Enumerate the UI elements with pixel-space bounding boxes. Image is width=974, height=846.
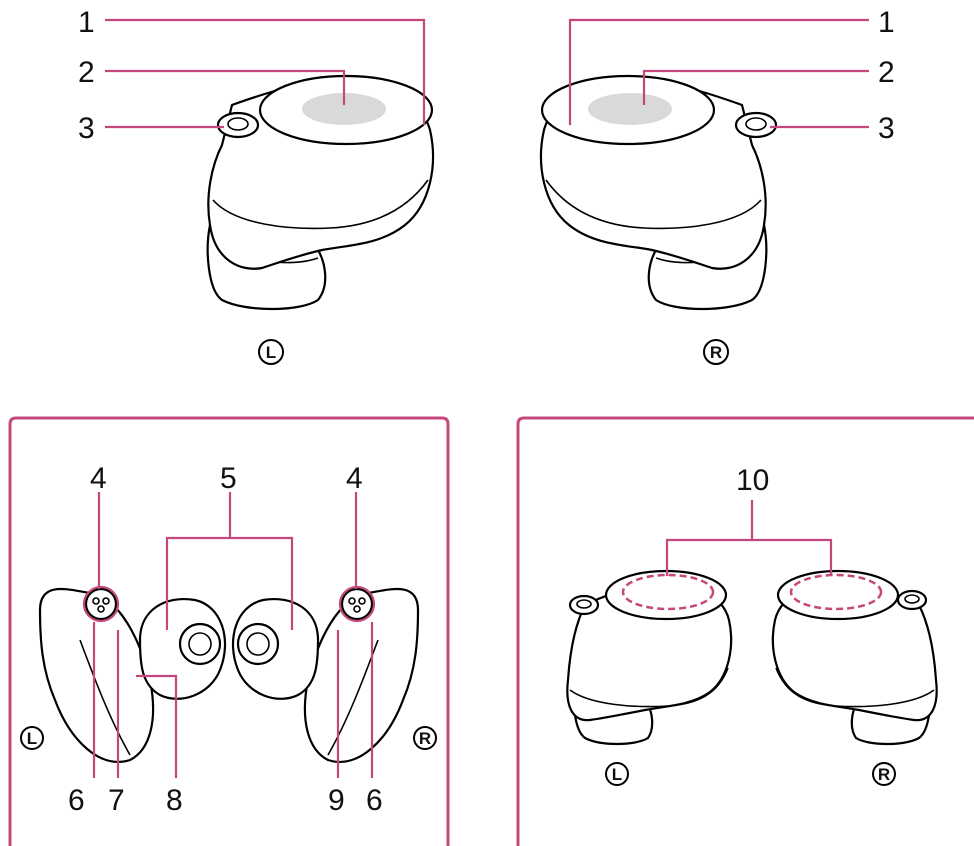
callout-number: 6 <box>366 784 383 817</box>
left-side-mark-label: L <box>612 765 622 784</box>
callout-line-2-left <box>105 69 346 105</box>
callout-number: 3 <box>878 112 895 145</box>
callout-number: 3 <box>78 112 95 145</box>
callout-number: 4 <box>346 462 363 495</box>
left-side-mark <box>20 726 44 750</box>
callout-number: 6 <box>68 784 85 817</box>
right-side-mark <box>413 726 437 750</box>
right-side-mark-label: R <box>419 729 431 748</box>
callout-number: 8 <box>166 784 183 817</box>
callout-number: 2 <box>78 56 95 89</box>
callout-number: 10 <box>736 464 769 497</box>
callout-number: 5 <box>220 462 237 495</box>
callout-line-2-right <box>642 69 869 105</box>
callout-number: 7 <box>108 784 125 817</box>
left-side-mark-label: L <box>266 343 276 362</box>
right-earbud-top-view: 1 2 3 R <box>539 6 895 365</box>
inner-view-panel: 4 4 5 6 7 8 9 6 L R <box>8 416 450 846</box>
callout-number: 9 <box>328 784 345 817</box>
left-earbud-top-view: 1 2 3 L <box>78 6 435 365</box>
right-side-mark <box>703 339 729 365</box>
callout-number: 2 <box>878 56 895 89</box>
touch-sensor-panel: 10 L R <box>516 416 974 846</box>
callout-number: 1 <box>878 6 895 39</box>
right-side-mark <box>872 762 896 786</box>
right-side-mark-label: R <box>878 765 890 784</box>
callout-number: 1 <box>78 6 95 39</box>
callout-number: 4 <box>90 462 107 495</box>
left-side-mark <box>258 339 284 365</box>
callout-line-1-left <box>105 18 426 125</box>
left-side-mark <box>605 762 629 786</box>
right-side-mark-label: R <box>710 343 722 362</box>
left-side-mark-label: L <box>27 729 37 748</box>
callout-line-1-right <box>568 18 869 125</box>
